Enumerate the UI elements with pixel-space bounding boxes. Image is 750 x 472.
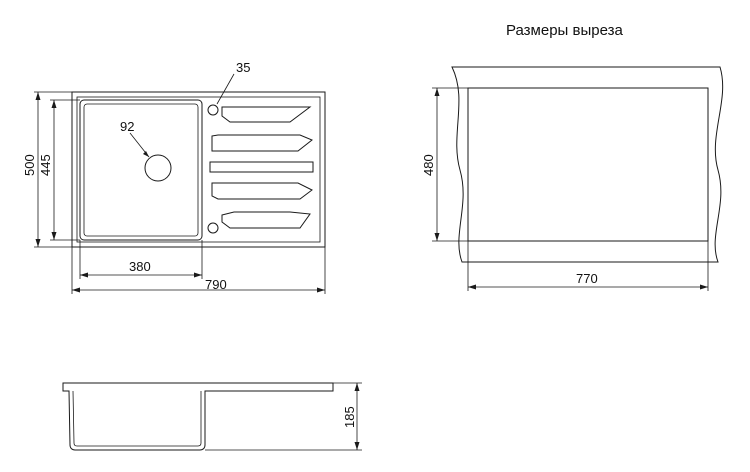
sink-outline: [71, 91, 326, 248]
sink-inner-rim: [76, 96, 321, 243]
bowl-inner: [83, 103, 199, 237]
bowl-drain-dimension: 92: [120, 119, 134, 134]
drainer-rib-3: [209, 161, 314, 173]
total-depth-dimension: 500: [22, 154, 37, 176]
cutout-view: [432, 66, 724, 291]
bowl-width-dimension: 380: [129, 259, 151, 274]
drainer-rib-1: [221, 106, 312, 123]
overflow-hole-bottom: [207, 222, 219, 234]
cutout-width-dimension: 770: [576, 271, 598, 286]
drain-hole-dimension: 35: [236, 60, 250, 75]
cutout-title: Размеры выреза: [506, 22, 623, 39]
cutout-depth-dimension: 480: [421, 154, 436, 176]
drainer-rib-4: [211, 182, 313, 200]
bowl-drain-circle: [144, 154, 172, 182]
total-width-label: 790: [205, 277, 227, 292]
sink-top-view: [34, 73, 326, 294]
sink-height-dimension: 185: [342, 406, 357, 428]
drainer-rib-5: [221, 211, 311, 229]
bowl-outline: [79, 99, 203, 241]
sink-side-view: [62, 382, 362, 451]
drainer-rib-2: [211, 134, 313, 152]
side-profile: [62, 382, 334, 451]
bowl-depth-dimension: 445: [38, 154, 53, 176]
countertop-outline: [451, 66, 724, 263]
overflow-hole-top: [207, 104, 219, 116]
cutout-rectangle: [467, 87, 709, 242]
